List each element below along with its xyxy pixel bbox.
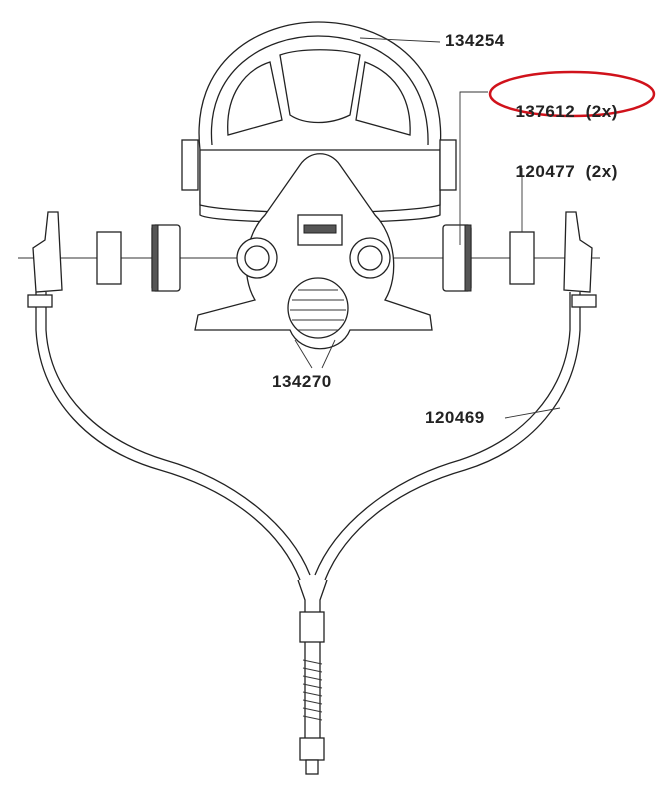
hose-drawing [27, 292, 597, 775]
part-qty: (2x) [585, 162, 618, 181]
label-134254: 134254 [445, 31, 505, 50]
helmet-drawing [181, 21, 457, 224]
part-number: 137612 [515, 102, 576, 121]
label-137612: 137612 (2x) [505, 82, 618, 122]
part-qty: (2x) [585, 102, 618, 121]
half-mask-drawing [194, 153, 433, 350]
label-120477: 120477 (2x) [505, 142, 618, 182]
highlight-ellipse [488, 70, 656, 118]
label-120469: 120469 [425, 408, 485, 427]
filter-holder-drawing [151, 224, 472, 292]
filter-pad-drawing [96, 231, 535, 285]
part-number: 120477 [515, 162, 576, 181]
leader-lines [294, 37, 561, 419]
label-134270: 134270 [272, 372, 332, 391]
